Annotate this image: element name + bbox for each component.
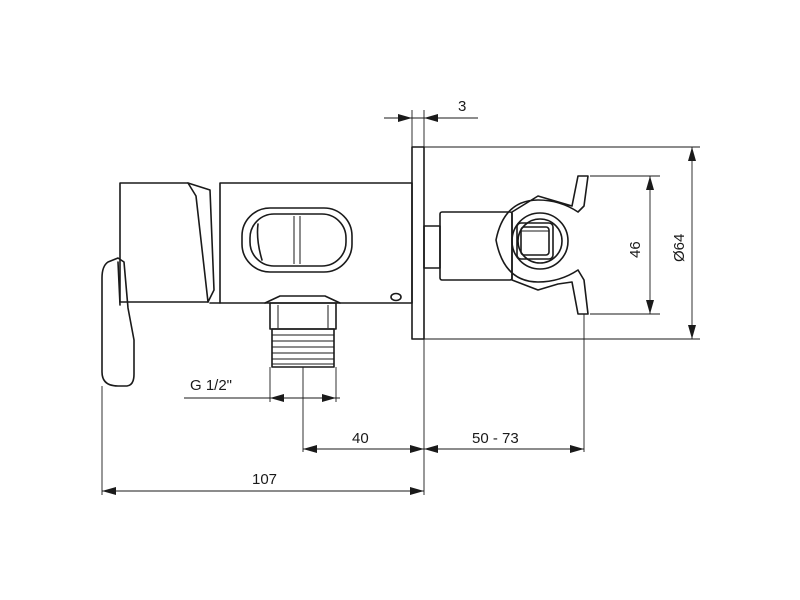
- label-thread: G 1/2": [190, 377, 232, 394]
- label-overall-length: 107: [252, 471, 277, 488]
- wall-flange: [411, 146, 425, 340]
- dim-holder-height: 46: [627, 176, 654, 314]
- dim-flange-diameter: Ø64: [671, 147, 696, 339]
- label-flange-diameter: Ø64: [671, 234, 688, 262]
- dim-overall-length: 107: [102, 471, 424, 495]
- dim-outlet-offset: 40: [303, 430, 424, 453]
- threaded-outlet: [264, 295, 341, 368]
- indicator-hole: [390, 292, 402, 302]
- valve-body: [209, 182, 413, 304]
- label-outlet-offset: 40: [352, 430, 369, 447]
- dim-flange-thickness: 3: [384, 98, 478, 122]
- lever-handle: [101, 257, 135, 387]
- shower-holder: [423, 175, 589, 315]
- label-depth-range: 50 - 73: [472, 430, 519, 447]
- oval-window: [241, 207, 353, 273]
- cartridge-cap: [119, 182, 215, 303]
- dim-depth-range: 50 - 73: [424, 430, 584, 453]
- label-flange-thickness: 3: [458, 98, 466, 115]
- dim-thread: G 1/2": [184, 377, 340, 402]
- label-holder-height: 46: [627, 241, 644, 258]
- extension-lines: [101, 110, 700, 495]
